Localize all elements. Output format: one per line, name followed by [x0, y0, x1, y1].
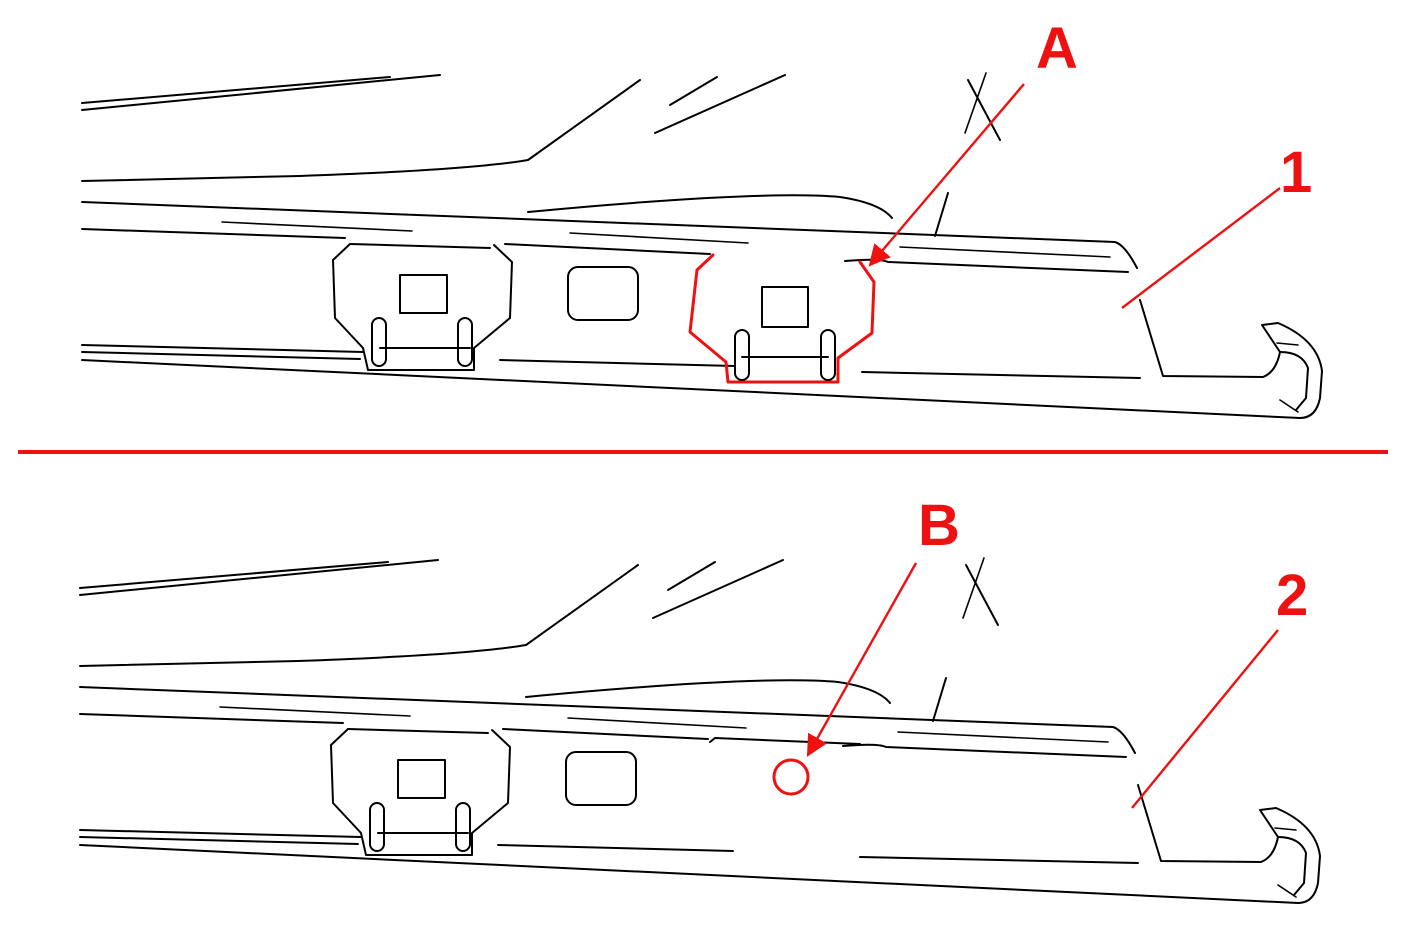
leader-line-a — [868, 83, 1025, 267]
top-view: A 1 — [81, 16, 1323, 419]
bottom-view: B 2 — [79, 493, 1321, 904]
callout-label-1: 1 — [1280, 140, 1312, 205]
callout-label-a: A — [1036, 16, 1078, 81]
leader-line-b — [806, 562, 918, 757]
highlighted-clip-outline — [688, 253, 876, 384]
leader-line-1 — [1121, 187, 1281, 309]
hole-marker — [772, 758, 810, 796]
callout-label-2: 2 — [1276, 563, 1308, 628]
leader-line-2 — [1131, 629, 1279, 809]
callout-label-b: B — [918, 493, 960, 558]
